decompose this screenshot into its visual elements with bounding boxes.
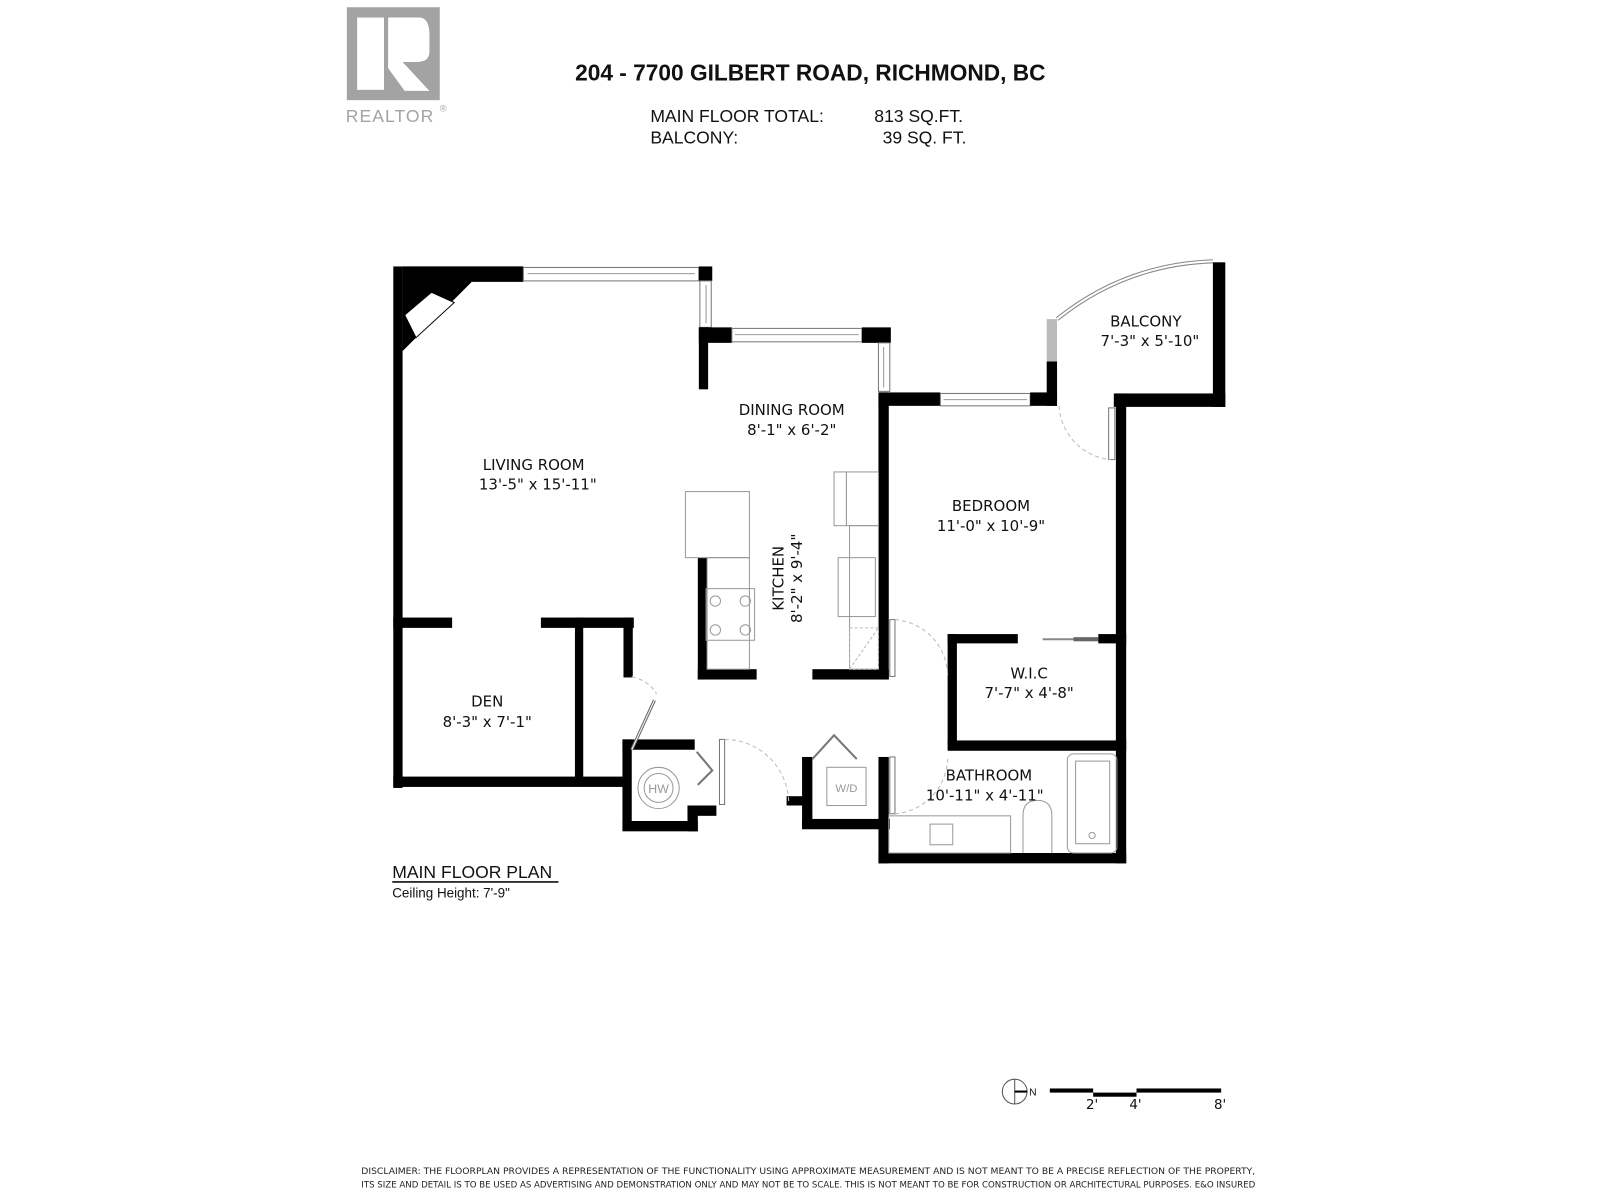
dining-room-name: DINING ROOM xyxy=(739,401,845,419)
living-room-name: LIVING ROOM xyxy=(483,456,585,474)
hot-water-tank-label: HW xyxy=(648,782,669,796)
den-dim: 8'-3" x 7'-1" xyxy=(443,713,532,731)
dining-room-dim: 8'-1" x 6'-2" xyxy=(747,421,836,439)
logo-text: REALTOR xyxy=(346,106,434,126)
plan-title: MAIN FLOOR PLAN xyxy=(392,862,552,882)
north-arrow-icon xyxy=(1001,1078,1028,1105)
den-name: DEN xyxy=(471,692,503,710)
balcony-area-value: 39 SQ. FT. xyxy=(883,128,967,148)
living-room-dim: 13'-5" x 15'-11" xyxy=(479,475,597,493)
scale-tick-2: 2' xyxy=(1086,1098,1098,1113)
walls xyxy=(393,259,1226,864)
logo-registered-mark: ® xyxy=(440,104,447,114)
realtor-logo: REALTOR ® xyxy=(346,7,447,126)
doors xyxy=(630,619,949,815)
balcony-dim: 7'-3" x 5'-10" xyxy=(1101,332,1200,350)
wic-dim: 7'-7" x 4'-8" xyxy=(985,684,1074,702)
main-floor-label: MAIN FLOOR TOTAL: xyxy=(650,106,824,126)
room-labels: LIVING ROOM 13'-5" x 15'-11" DINING ROOM… xyxy=(443,312,1200,804)
bathroom-dim: 10'-11" x 4'-11" xyxy=(926,786,1044,804)
disclaimer-line-1: DISCLAIMER: THE FLOORPLAN PROVIDES A REP… xyxy=(361,1167,1255,1177)
kitchen-dim: 8'-2" x 9'-4" xyxy=(788,534,806,623)
balcony-name: BALCONY xyxy=(1110,312,1182,330)
main-floor-value: 813 SQ.FT. xyxy=(874,106,963,126)
wic-name: W.I.C xyxy=(1010,664,1047,682)
bedroom-name: BEDROOM xyxy=(952,497,1030,515)
balcony-area-label: BALCONY: xyxy=(650,128,738,148)
fixtures: HW W/D xyxy=(637,471,1118,854)
north-label: N xyxy=(1029,1088,1036,1099)
bedroom-dim: 11'-0" x 10'-9" xyxy=(937,517,1045,535)
scale-tick-4: 4' xyxy=(1129,1098,1141,1113)
scale-bar: N 2' 4' 8' xyxy=(1001,1078,1226,1113)
washer-dryer-label: W/D xyxy=(835,783,857,795)
bathroom-name: BATHROOM xyxy=(946,767,1033,785)
scale-tick-8: 8' xyxy=(1214,1098,1226,1113)
ceiling-height: Ceiling Height: 7'-9" xyxy=(392,885,510,900)
disclaimer-line-2: ITS SIZE AND DETAIL IS TO BE USED AS ADV… xyxy=(361,1181,1255,1191)
property-address: 204 - 7700 GILBERT ROAD, RICHMOND, BC xyxy=(575,60,1045,86)
kitchen-name: KITCHEN xyxy=(769,546,787,611)
